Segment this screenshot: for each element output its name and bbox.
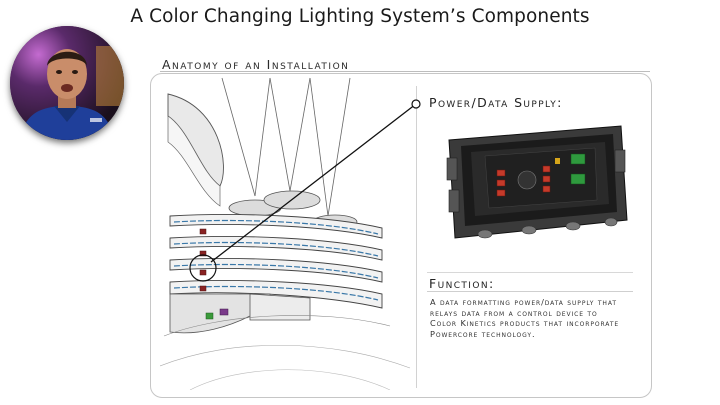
- function-heading: Function:: [429, 276, 495, 291]
- function-divider: [427, 291, 633, 292]
- section-separator: [427, 272, 633, 273]
- presenter-video: [10, 26, 124, 140]
- slide-title: A Color Changing Lighting System’s Compo…: [0, 6, 720, 27]
- installation-drawing: [160, 76, 420, 390]
- section-divider: [160, 71, 650, 72]
- function-description: A data formatting power/data supply that…: [430, 297, 625, 340]
- power-data-supply-image: [445, 120, 630, 243]
- section-label: Anatomy of an Installation: [162, 57, 349, 72]
- power-data-heading: Power/Data Supply:: [429, 95, 563, 110]
